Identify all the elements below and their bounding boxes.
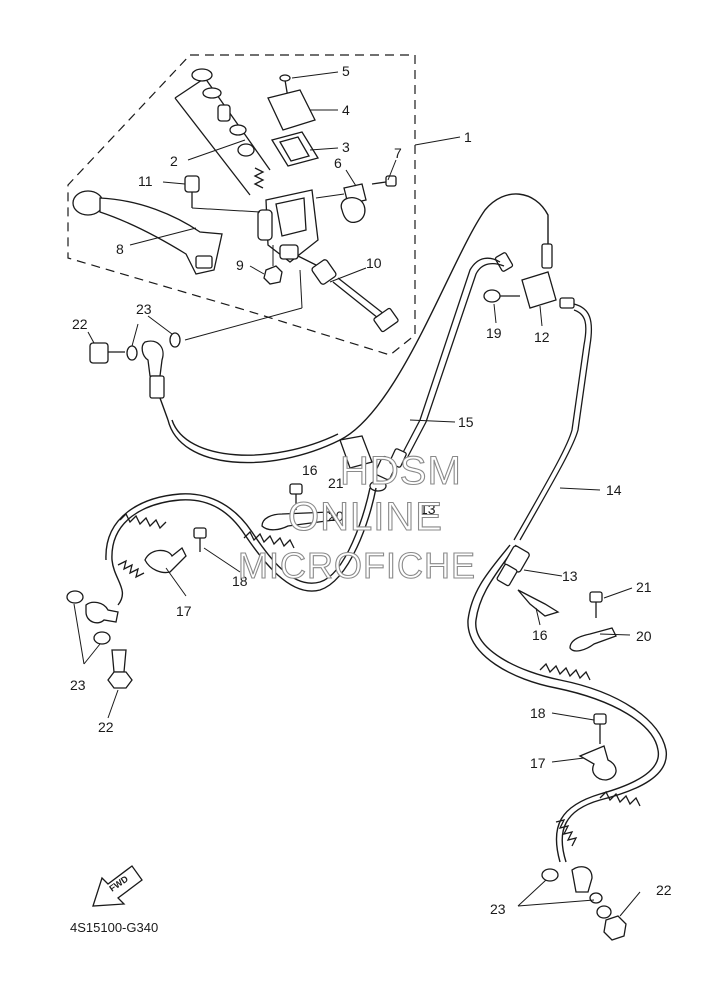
callout-5: 5	[342, 63, 350, 79]
hose-left-front	[111, 487, 377, 606]
callout-10: 10	[366, 255, 382, 271]
callout-23-left: 23	[70, 677, 86, 693]
clamp-holder	[315, 175, 397, 224]
right-union	[496, 545, 560, 617]
callout-22-upper: 22	[72, 316, 88, 332]
callout-2: 2	[170, 153, 178, 169]
brake-pipe-left	[397, 257, 501, 463]
diagram-code: 4S15100-G340	[70, 920, 158, 935]
callout-9: 9	[236, 257, 244, 273]
assembly-outline	[67, 54, 416, 356]
callout-14: 14	[606, 482, 622, 498]
callout-21-right: 21	[636, 579, 652, 595]
callout-13-center: 13	[420, 501, 436, 517]
callout-18-right: 18	[530, 705, 546, 721]
assembly-leader	[299, 269, 303, 309]
callout-13-right: 13	[562, 568, 578, 584]
left-hose-clamp	[144, 527, 207, 574]
callout-22-right: 22	[656, 882, 672, 898]
master-cylinder-body	[257, 189, 319, 263]
callout-8: 8	[116, 241, 124, 257]
callout-23-right: 23	[490, 901, 506, 917]
hose-right-spring-guards	[539, 662, 641, 847]
callout-6: 6	[334, 155, 342, 171]
callout-15: 15	[458, 414, 474, 430]
brake-joint	[483, 243, 575, 309]
center-clip	[261, 483, 335, 531]
callout-17-left: 17	[176, 603, 192, 619]
brake-pipe-right	[519, 303, 593, 541]
nut	[263, 245, 283, 285]
upper-banjo-fitting	[89, 332, 181, 421]
hose-right-front	[475, 544, 667, 863]
callout-4: 4	[342, 102, 350, 118]
watermark: HDSM ONLINE MICROFICHE	[237, 448, 476, 586]
lower-left-banjo	[66, 590, 133, 689]
brake-switch	[297, 255, 399, 333]
pivot-bolt	[184, 175, 261, 213]
callout-1: 1	[464, 129, 472, 145]
callout-17-right: 17	[530, 755, 546, 771]
callout-23-upper: 23	[136, 301, 152, 317]
callout-labels: 1 2 3 4 5 6 7 8 9 10 11 12 13 13 14 15 1…	[70, 63, 672, 917]
callout-22-left: 22	[98, 719, 114, 735]
lower-right-banjo	[541, 866, 627, 941]
watermark-line-1: HDSM	[340, 449, 462, 493]
hose-15	[167, 193, 549, 464]
callout-11: 11	[138, 173, 153, 189]
watermark-line-3: MICROFICHE	[238, 545, 476, 586]
callout-18-left: 18	[232, 573, 248, 589]
callout-21-center: 21	[328, 475, 344, 491]
fwd-arrow-icon: FWD	[92, 865, 143, 907]
hose-left-spring-guards	[117, 512, 295, 579]
callout-7: 7	[394, 145, 402, 161]
callout-3: 3	[342, 139, 350, 155]
piston-kit	[174, 68, 271, 196]
leader-lines	[73, 71, 641, 917]
callout-12: 12	[534, 329, 550, 345]
brake-lever	[72, 190, 223, 275]
callout-19: 19	[486, 325, 502, 341]
callout-20-center: 20	[328, 508, 344, 524]
callout-16-right: 16	[532, 627, 548, 643]
right-hose-clamp	[578, 713, 617, 781]
reservoir-cap-parts	[267, 74, 320, 167]
callout-20-right: 20	[636, 628, 652, 644]
center-union	[339, 435, 407, 492]
watermark-line-2: ONLINE	[288, 495, 443, 539]
callout-16-center: 16	[302, 462, 318, 478]
right-clip	[569, 591, 617, 652]
